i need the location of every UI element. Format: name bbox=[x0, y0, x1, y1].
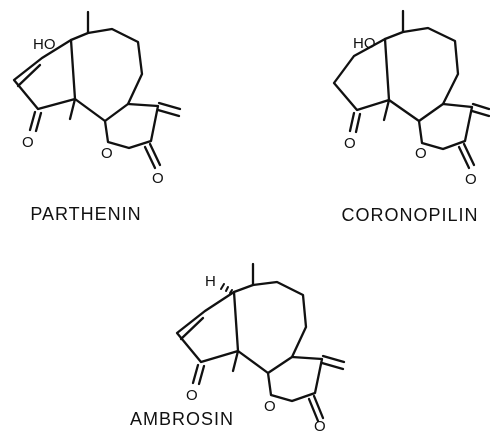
lactone-ring bbox=[266, 355, 324, 403]
seven-membered-ring bbox=[69, 27, 144, 123]
ketone-oxygen-label: O bbox=[22, 134, 34, 151]
ketone-bond bbox=[348, 111, 356, 133]
hashed-wedge-h-bond bbox=[220, 283, 233, 294]
cyclopentenone-ring bbox=[175, 290, 240, 364]
carbonyl-oxygen-label: O bbox=[465, 171, 477, 188]
lactone-carbonyl-bond bbox=[148, 142, 162, 167]
lactone-carbonyl-bond bbox=[462, 142, 476, 167]
exo-methylene-bond-2 bbox=[471, 102, 490, 111]
hydroxyl-label: HO bbox=[353, 35, 376, 52]
ketone-oxygen-label: O bbox=[186, 387, 198, 404]
ketone-bond-2 bbox=[354, 112, 362, 134]
seven-membered-ring bbox=[232, 280, 308, 375]
exo-methylene-bond bbox=[156, 108, 181, 118]
angular-methyl-bond bbox=[382, 98, 391, 122]
carbonyl-oxygen-label: O bbox=[314, 418, 326, 431]
compound-name-parthenin: PARTHENIN bbox=[30, 204, 141, 224]
hydrogen-label: H bbox=[205, 273, 216, 290]
exo-methylene-bond bbox=[320, 361, 345, 371]
seven-membered-ring bbox=[383, 26, 460, 123]
lactone-carbonyl-bond-2 bbox=[457, 145, 471, 170]
lactone-carbonyl-bond-2 bbox=[143, 145, 157, 170]
hydroxyl-label: HO bbox=[33, 36, 56, 53]
ring-oxygen-label: O bbox=[415, 145, 427, 162]
ketone-bond-2 bbox=[34, 111, 43, 133]
lactone-carbonyl-bond bbox=[312, 394, 325, 420]
compound-name-coronopilin: CORONOPILIN bbox=[341, 205, 478, 225]
ketone-oxygen-label: O bbox=[344, 135, 356, 152]
lactone-carbonyl-bond-2 bbox=[307, 397, 320, 423]
ketone-bond-2 bbox=[197, 364, 206, 386]
cyclopentenone-ring bbox=[12, 38, 77, 111]
structure-ambrosin: H O O O AMBROSIN bbox=[130, 262, 346, 435]
lactone-ring bbox=[417, 102, 474, 151]
ring-oxygen-label: O bbox=[101, 145, 113, 162]
ring-double-bond bbox=[179, 316, 205, 341]
ketone-bond bbox=[28, 110, 37, 132]
cyclopentanone-ring bbox=[332, 37, 391, 112]
carbonyl-oxygen-label: O bbox=[152, 170, 164, 187]
exo-methylene-bond-2 bbox=[157, 101, 182, 111]
exo-methylene-bond-2 bbox=[321, 354, 346, 364]
ketone-bond bbox=[191, 363, 200, 385]
angular-methyl-bond bbox=[231, 349, 240, 373]
angular-methyl-bond bbox=[68, 97, 77, 121]
ring-double-bond bbox=[16, 63, 42, 88]
ring-oxygen-label: O bbox=[264, 398, 276, 415]
structure-parthenin: HO O O O PARTHENIN bbox=[12, 10, 182, 224]
compound-name-ambrosin: AMBROSIN bbox=[130, 409, 234, 429]
structure-coronopilin: HO O O O CORONOPILIN bbox=[332, 9, 490, 225]
lactone-ring bbox=[103, 102, 160, 150]
exo-methylene-bond bbox=[470, 109, 490, 118]
